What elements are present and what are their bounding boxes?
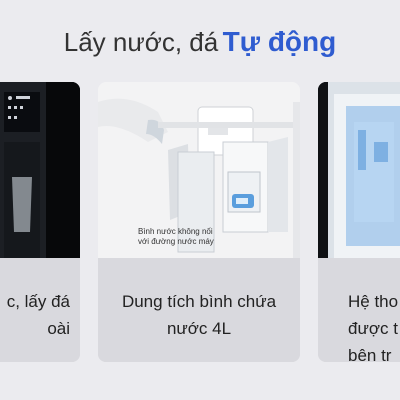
caption-line: c, lấy đá [6,292,70,311]
caption-line: Dung tích bình chứa [121,292,277,311]
caption-line: oài [47,319,70,338]
caption-line: bên tr [348,346,392,362]
water-tank-photo: Bình nước không nối với đường nước máy [98,82,300,258]
callout-line: Bình nước không nối [138,227,213,236]
caption-line: được t [348,319,398,338]
feature-card-dispenser: c, lấy đá oài [0,82,80,362]
feature-card-system: Hệ tho được t bên tr [318,82,400,362]
headline: Lấy nước, đá Tự động [0,26,400,58]
caption-line: nước 4L [166,319,232,338]
caption: Hệ tho được t bên tr [318,258,400,362]
headline-accent: Tự động [222,26,337,57]
callout-label: Bình nước không nối với đường nước máy [138,227,214,247]
caption-line: Hệ tho [348,292,399,311]
caption: c, lấy đá oài [0,258,80,362]
caption: Dung tích bình chứa nước 4L [98,258,300,362]
dispenser-photo [0,82,80,258]
callout-line: với đường nước máy [138,237,214,246]
feature-card-water-tank: Bình nước không nối với đường nước máy D… [98,82,300,362]
headline-text: Lấy nước, đá [63,27,219,57]
system-photo [318,82,400,258]
